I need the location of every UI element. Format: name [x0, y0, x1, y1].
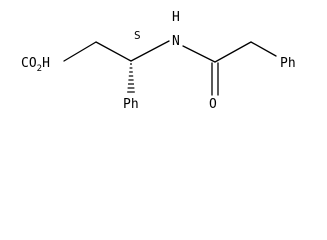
- acid-label: CO2H: [21, 56, 50, 74]
- bond-stereocenter-n: [130, 40, 170, 62]
- phenyl-right-label: Ph: [280, 56, 296, 71]
- bond-skeleton: [63, 40, 277, 96]
- bond-ch2-phenyl: [250, 41, 277, 57]
- phenyl-bottom-label: Ph: [123, 97, 139, 112]
- hashed-wedge-bond: [127, 63, 135, 93]
- amide-h-label: H: [172, 10, 180, 25]
- acid-h: H: [42, 56, 50, 71]
- structure-canvas: CO2H S H N Ph O Ph: [21, 10, 296, 112]
- carbonyl-oxygen-label: O: [209, 97, 217, 112]
- stereo-descriptor: S: [134, 29, 141, 42]
- bond-acid-ch2: [63, 41, 97, 62]
- bond-carbonyl-ch2: [214, 41, 252, 63]
- bond-ch2-stereocenter: [95, 41, 132, 62]
- acid-subscript: 2: [37, 64, 42, 74]
- amide-n-label: N: [172, 34, 180, 49]
- bond-n-carbonyl: [182, 45, 216, 63]
